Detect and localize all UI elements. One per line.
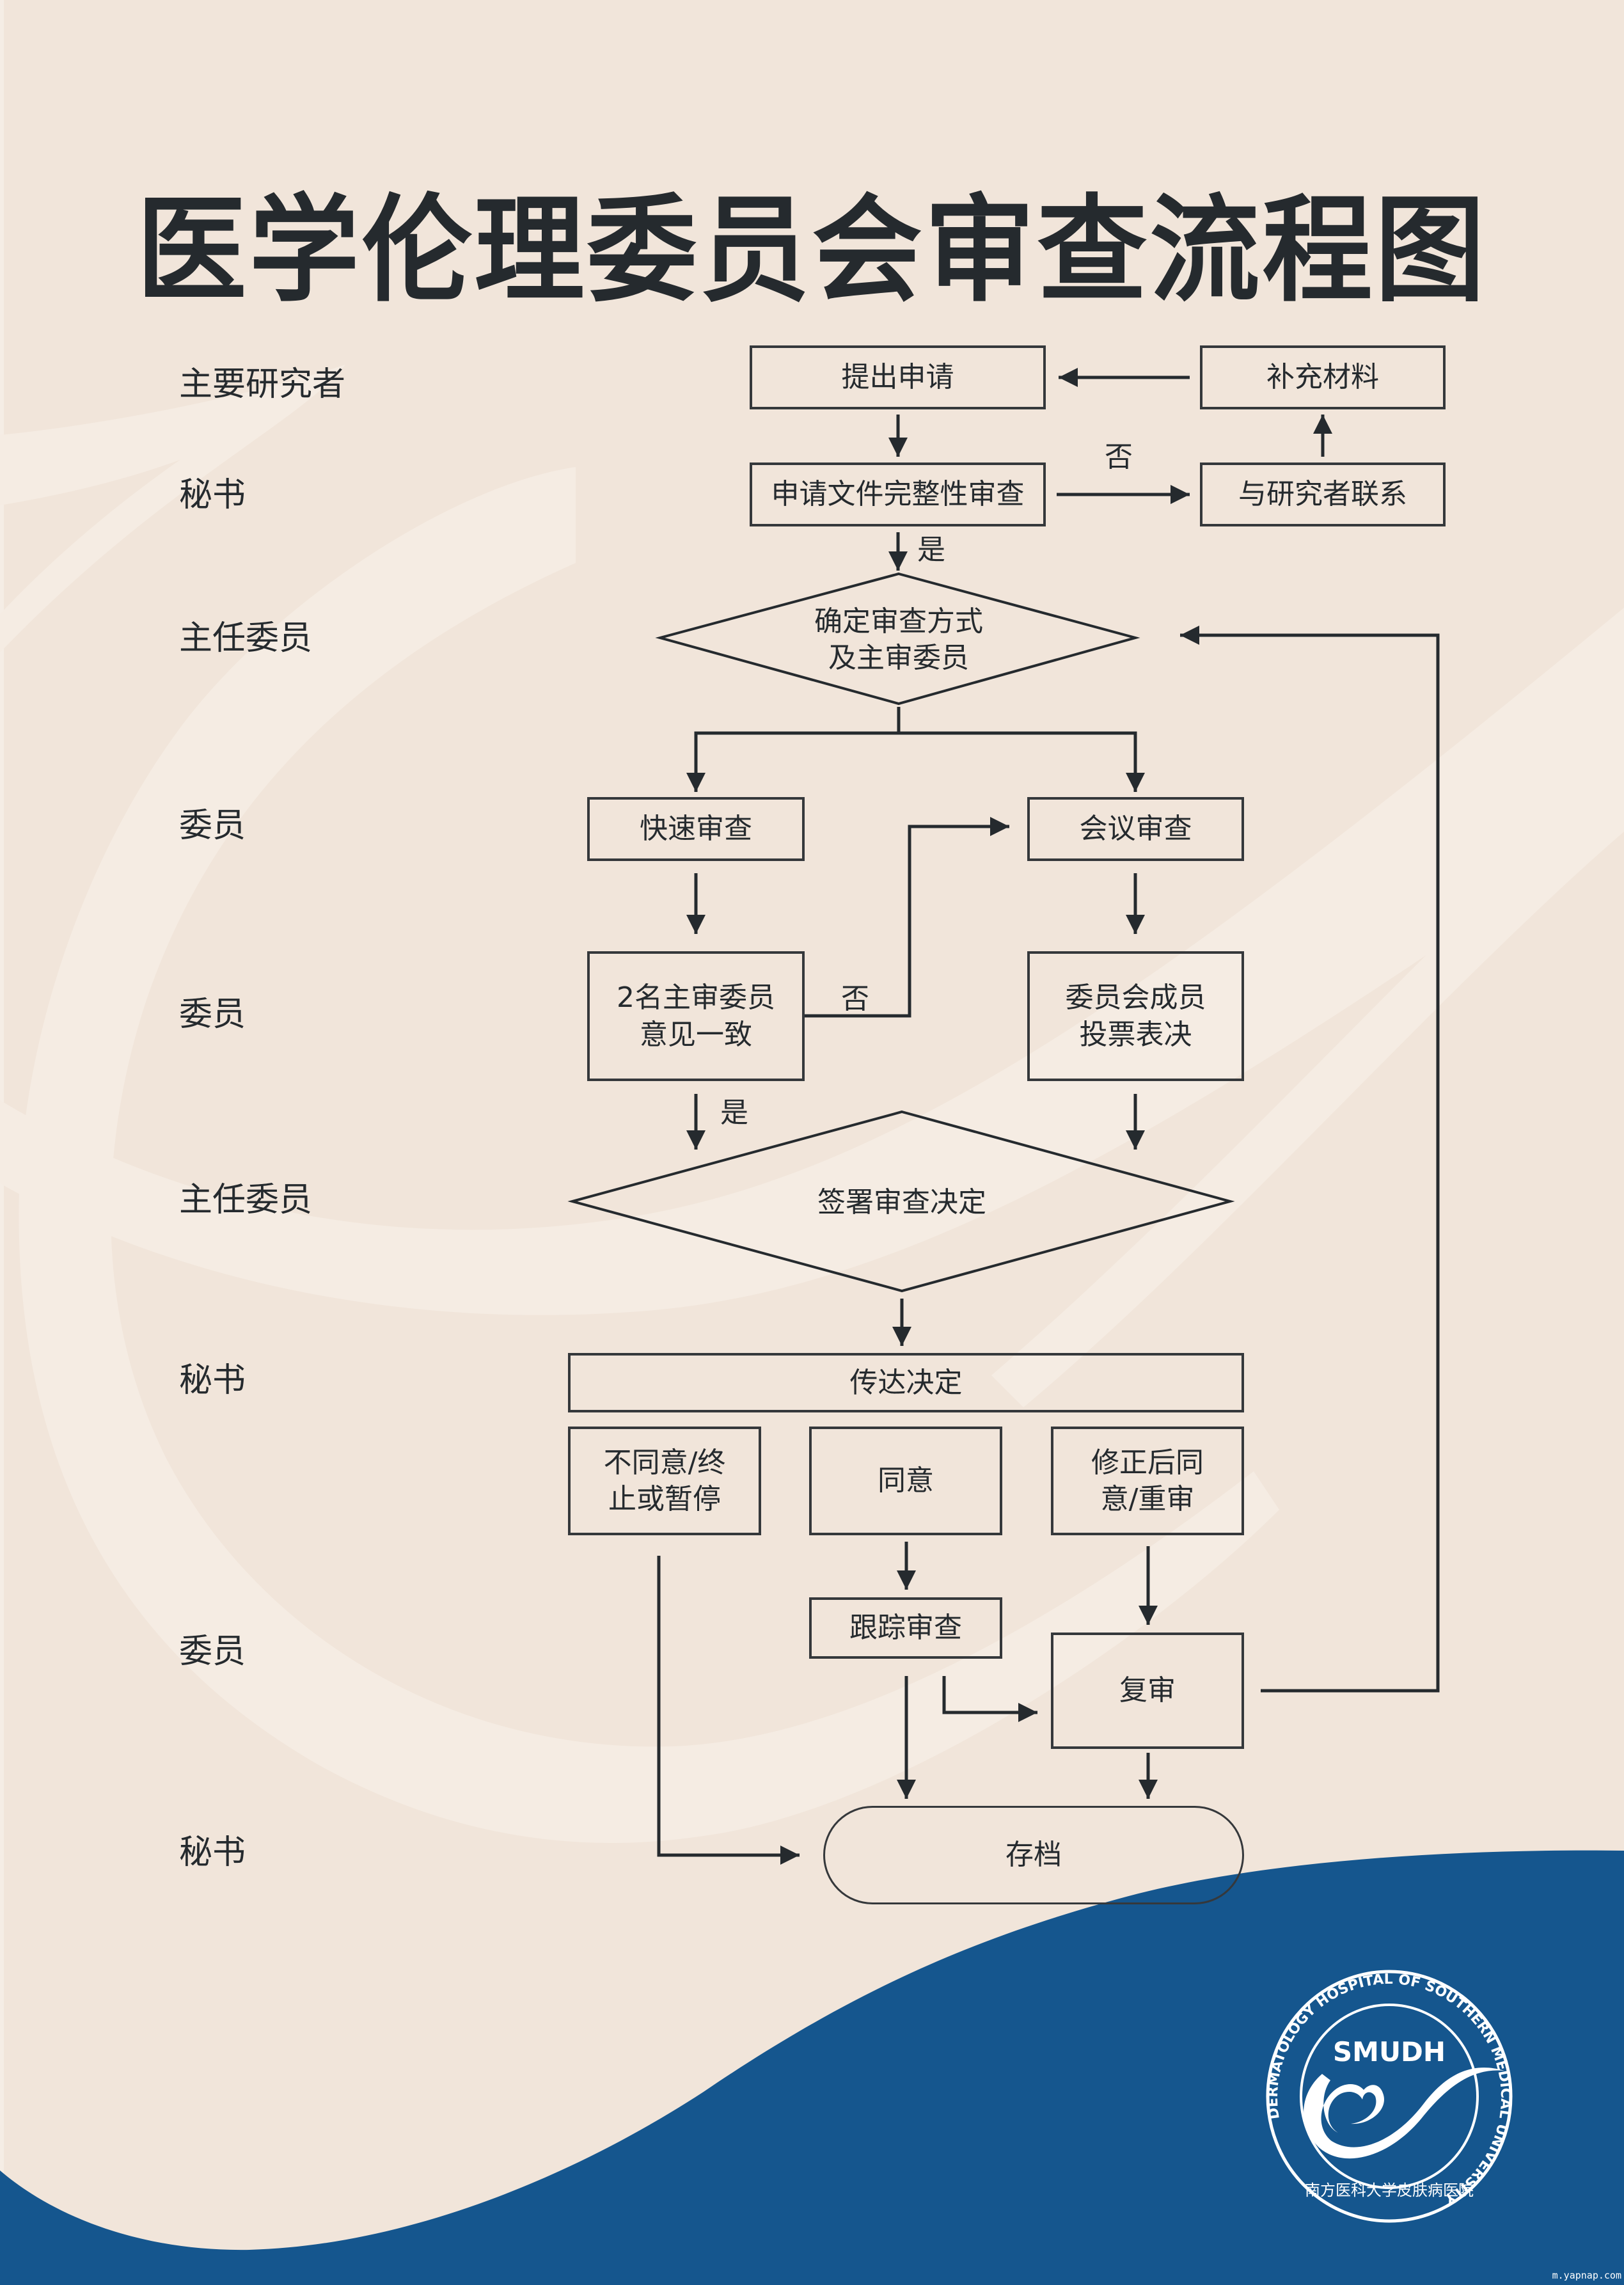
node-disagree: 不同意/终 止或暂停 — [568, 1427, 761, 1535]
node-convey-decision: 传达决定 — [568, 1353, 1244, 1412]
node-sign-decision: 签署审查决定 — [817, 1186, 986, 1219]
diamond-sign-decision — [567, 1110, 1235, 1293]
edge-label-no: 否 — [841, 983, 869, 1015]
edge-label-yes: 是 — [720, 1096, 748, 1129]
role-label-member: 委员 — [179, 807, 246, 845]
arrow-rereview-loop-to-decide — [1180, 626, 1440, 1693]
swoosh-band-middle — [0, 608, 1624, 1315]
role-label-chair: 主任委员 — [179, 1181, 313, 1219]
role-label-pi: 主要研究者 — [179, 365, 346, 404]
role-label-secretary: 秘书 — [179, 1833, 246, 1872]
node-contact-researcher: 与研究者联系 — [1200, 463, 1446, 526]
node-supplement: 补充材料 — [1200, 345, 1446, 409]
logo-acronym: SMUDH — [1333, 2036, 1446, 2068]
node-re-review: 复审 — [1051, 1633, 1244, 1749]
role-label-secretary: 秘书 — [179, 1361, 246, 1400]
logo-chinese-name: 南方医科大学皮肤病医院 — [1305, 2181, 1474, 2199]
page-title: 医学伦理委员会审查流程图 — [136, 182, 1488, 318]
split-line-decide — [686, 707, 901, 792]
blue-wave — [0, 1850, 1624, 2285]
arrow-two-to-meeting — [805, 817, 1009, 1018]
arrow-follow-to-rereview — [942, 1676, 1037, 1722]
node-modify-agree: 修正后同 意/重审 — [1051, 1427, 1244, 1535]
node-archive: 存档 — [823, 1806, 1244, 1904]
node-two-reviewers: 2名主审委员 意见一致 — [587, 951, 805, 1081]
swoosh-upper — [0, 365, 345, 652]
node-agree: 同意 — [809, 1427, 1002, 1535]
hospital-logo: DERMATOLOGY HOSPITAL OF SOUTHERN MEDICAL… — [1265, 1970, 1513, 2223]
watermark: m.yapnap.com — [1552, 2270, 1621, 2281]
node-committee-vote: 委员会成员 投票表决 — [1027, 951, 1244, 1081]
node-submit: 提出申请 — [750, 345, 1046, 409]
split-line-decide-right — [899, 731, 1145, 792]
edge-label-no: 否 — [1105, 441, 1133, 473]
role-label-member: 委员 — [179, 1633, 246, 1671]
arrow-disagree-to-archive — [657, 1556, 800, 1865]
role-label-member: 委员 — [179, 995, 246, 1034]
node-decide-method: 确定审查方式 及主审委员 — [814, 605, 983, 674]
diamond-decide-method — [655, 572, 1140, 706]
role-label-secretary: 秘书 — [179, 476, 246, 514]
node-follow-up: 跟踪审查 — [809, 1597, 1002, 1659]
role-label-chair: 主任委员 — [179, 619, 313, 658]
swoosh-top — [0, 365, 345, 505]
edge-label-yes: 是 — [917, 534, 945, 566]
logo-swirl-icon — [1304, 2068, 1504, 2159]
node-fast-review: 快速审查 — [587, 797, 805, 861]
swoosh-band-right — [991, 768, 1624, 1407]
node-meeting-review: 会议审查 — [1027, 797, 1244, 861]
node-completeness-check: 申请文件完整性审查 — [750, 463, 1046, 526]
